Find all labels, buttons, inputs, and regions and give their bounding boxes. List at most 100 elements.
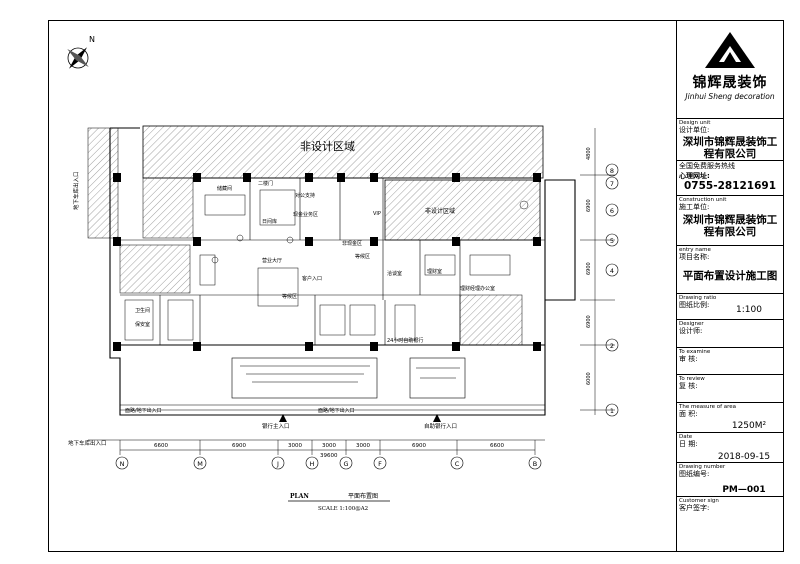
dimension-lines: [88, 439, 545, 455]
svg-text:4800: 4800: [586, 147, 592, 160]
atm-entrance-label: 自助银行入口: [424, 422, 457, 430]
svg-text:6900: 6900: [586, 199, 592, 212]
svg-text:6600: 6600: [154, 443, 168, 449]
hotline-row: 全国免费服务热线 心理网址: 0755-28121691: [677, 160, 783, 195]
svg-text:7: 7: [610, 180, 614, 188]
stair-label-right: 面路/地下出入口: [318, 407, 355, 414]
svg-text:6900: 6900: [586, 315, 592, 328]
stair-label-left: 面路/地下出入口: [125, 407, 162, 414]
room-label: 营业大厅: [262, 257, 282, 264]
hatched-stair-area: [119, 244, 191, 294]
room-label: 储藏间: [217, 185, 232, 192]
building-outline: [109, 127, 576, 416]
floor-plan: N: [67, 35, 619, 512]
non-design-zone-right: [384, 179, 541, 241]
svg-text:39600: 39600: [320, 453, 338, 459]
construction-unit-row: Construction unit 施工单位: 深圳市锦辉晟装饰工程有限公司: [677, 195, 783, 245]
room-label: 等候区: [355, 253, 370, 260]
designer-row: Designer 设计师:: [677, 319, 783, 347]
room-label: 保安室: [135, 321, 150, 328]
north-arrow-icon: N: [67, 35, 95, 69]
room-label: 理财经理办公室: [460, 285, 495, 292]
svg-text:4: 4: [610, 267, 614, 275]
drawing-sheet: [48, 20, 784, 552]
room-label: 非现金区: [342, 240, 362, 247]
svg-text:H: H: [310, 460, 315, 468]
compass-label: N: [89, 35, 95, 44]
svg-text:6600: 6600: [490, 443, 504, 449]
svg-text:8: 8: [610, 167, 614, 175]
entrance-arrow-icon: [433, 414, 441, 422]
hatched-service-area: [459, 294, 523, 346]
main-entrance-label: 银行主入口: [262, 422, 290, 430]
zone-label-main: 非设计区域: [300, 140, 355, 153]
svg-text:B: B: [533, 460, 537, 468]
svg-text:2: 2: [610, 342, 614, 350]
room-label: 日间库: [262, 218, 277, 225]
ratio-row: Drawing ratio 图纸比例: 1:100: [677, 293, 783, 319]
plan-label: PLAN: [290, 493, 309, 500]
examine-row: To examine 审 核:: [677, 347, 783, 374]
room-label: 二楼门: [258, 180, 273, 187]
brand-name: 锦辉晟装饰: [692, 75, 768, 91]
area-row: The measure of area 面 积: 1250M²: [677, 402, 783, 432]
construction-unit-value: 深圳市锦辉晟装饰工程有限公司: [682, 214, 778, 238]
drawing-number-row: Drawing number 图纸编号: PM—001: [677, 462, 783, 496]
room-label: 客户入口: [302, 275, 322, 282]
plan-scale: SCALE 1:100@A2: [318, 505, 368, 512]
axis-bubbles-right: 8 7 6 5 4 2 1: [605, 163, 619, 417]
customer-sign-row: Customer sign 客户签字:: [677, 496, 783, 552]
room-label: 对公支持: [295, 192, 315, 199]
plan-title: 平面布置图: [348, 492, 378, 500]
atm-label: 24小时自助银行: [387, 337, 423, 344]
room-label: 洽谈室: [387, 270, 402, 277]
hatched-left-strip: [87, 127, 119, 239]
room-label: 理财室: [427, 268, 442, 275]
drawing-number-value: PM—001: [722, 485, 766, 495]
room-label: 等候区: [282, 293, 297, 300]
room-label: 卫生间: [135, 307, 150, 314]
ratio-value: 1:100: [736, 305, 762, 315]
svg-text:3000: 3000: [288, 443, 302, 449]
brand-logo-icon: [705, 32, 755, 68]
furniture: [124, 189, 529, 341]
svg-text:3000: 3000: [356, 443, 370, 449]
structural-columns: [113, 173, 541, 351]
svg-text:J: J: [276, 460, 279, 468]
design-unit-value: 深圳市锦辉晟装饰工程有限公司: [682, 136, 778, 160]
svg-text:5: 5: [610, 237, 614, 245]
review-row: To review 复 核:: [677, 374, 783, 402]
svg-text:1: 1: [610, 407, 614, 415]
garage-entrance-label: 地下车库出入口: [68, 439, 107, 447]
non-design-zone-left: [142, 177, 194, 239]
axis-bubbles-bottom: N M J H G F C B: [115, 456, 542, 470]
svg-text:6900: 6900: [232, 443, 246, 449]
hotline-value: 0755-28121691: [683, 180, 777, 192]
design-unit-row: Design unit 设计单位: 深圳市锦辉晟装饰工程有限公司: [677, 118, 783, 160]
room-label: VIP: [373, 211, 381, 217]
dimension-values-right: 4800 6900 6900 6900 6000: [586, 147, 592, 385]
svg-text:6000: 6000: [586, 372, 592, 385]
entrance-arrow-icon: [279, 414, 287, 422]
dimension-values: 6600 6900 3000 3000 3000 6900 6600 39600: [154, 443, 504, 459]
area-value: 1250M²: [731, 421, 767, 431]
svg-text:3000: 3000: [322, 443, 336, 449]
entry-name-value: 平面布置设计施工图: [682, 270, 778, 282]
side-label: 地下车库出入口: [72, 171, 80, 210]
date-row: Date 日 期: 2018-09-15: [677, 432, 783, 462]
svg-text:6900: 6900: [412, 443, 426, 449]
zone-label-side: 非设计区域: [425, 207, 455, 215]
title-block: 锦辉晟装饰 Jinhui Sheng decoration Design uni…: [676, 20, 784, 552]
svg-text:6900: 6900: [586, 262, 592, 275]
svg-text:C: C: [455, 460, 460, 468]
svg-text:6: 6: [610, 207, 614, 215]
entrance-steps: [120, 357, 545, 411]
room-label: 现金业务区: [293, 211, 318, 218]
svg-text:F: F: [378, 460, 382, 468]
svg-text:M: M: [197, 460, 203, 468]
date-value: 2018-09-15: [717, 452, 771, 462]
svg-text:N: N: [120, 460, 125, 468]
svg-text:G: G: [343, 460, 348, 468]
brand-name-en: Jinhui Sheng decoration: [685, 92, 775, 101]
non-design-zone-top: [142, 125, 544, 179]
